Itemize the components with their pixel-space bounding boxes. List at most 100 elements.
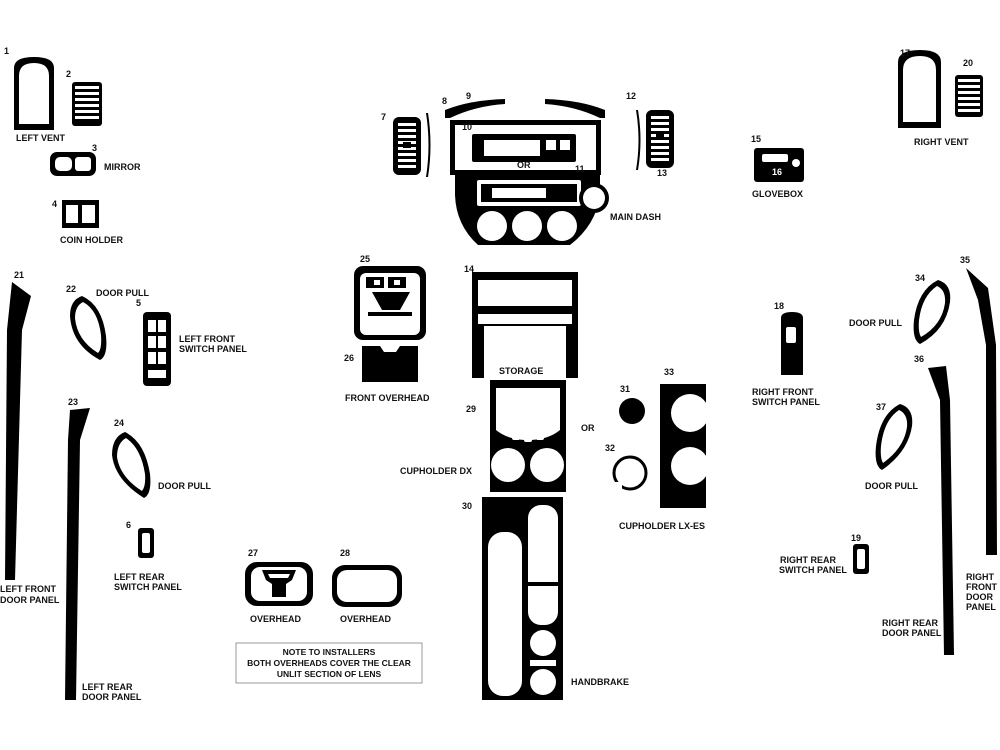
part-15-glovebox [754, 148, 804, 182]
label-right-front-door-4: PANEL [966, 602, 996, 612]
label-left-rear-switch-2: SWITCH PANEL [114, 582, 182, 592]
part-number-16: 16 [772, 167, 782, 177]
part-number-17: 17 [900, 48, 910, 58]
part-number-14: 14 [464, 264, 474, 274]
part-number-11: 11 [575, 164, 585, 174]
part-number-25: 25 [360, 254, 370, 264]
label-overhead-27: OVERHEAD [250, 614, 302, 624]
part-25-front-overhead [354, 266, 426, 340]
label-left-rear-door-1: LEFT REAR [82, 682, 133, 692]
part-7-center-left-vent [393, 117, 421, 175]
part-26-front-overhead-lens [362, 346, 418, 382]
label-cupholder-dx: CUPHOLDER DX [400, 466, 472, 476]
part-number-4: 4 [52, 199, 57, 209]
label-or-dash: OR [517, 160, 531, 170]
part-31-cup-disc [619, 398, 645, 424]
part-number-33: 33 [664, 367, 674, 377]
label-door-pull-24: DOOR PULL [158, 481, 212, 491]
label-door-pull-34: DOOR PULL [849, 318, 903, 328]
part-number-5: 5 [136, 298, 141, 308]
note-line-1: NOTE TO INSTALLERS [283, 647, 376, 657]
part-18-right-front-switch-panel [781, 312, 803, 375]
part-number-9: 9 [466, 91, 471, 101]
label-right-rear-switch-2: SWITCH PANEL [779, 565, 847, 575]
part-24-door-pull [112, 432, 151, 498]
label-storage: STORAGE [499, 366, 543, 376]
part-number-6: 6 [126, 520, 131, 530]
part-13-center-right-vent [646, 110, 674, 168]
label-right-front-switch-1: RIGHT FRONT [752, 387, 814, 397]
part-number-22: 22 [66, 284, 76, 294]
label-main-dash: MAIN DASH [610, 212, 661, 222]
label-left-vent: LEFT VENT [16, 133, 66, 143]
part-27-overhead [245, 562, 313, 606]
part-number-1: 1 [4, 46, 9, 56]
part-number-18: 18 [774, 301, 784, 311]
label-handbrake: HANDBRAKE [571, 677, 629, 687]
part-number-10: 10 [462, 122, 472, 132]
part-number-27: 27 [248, 548, 258, 558]
part-number-8: 8 [442, 96, 447, 106]
part-number-19: 19 [851, 533, 861, 543]
part-6-left-rear-switch-panel [138, 528, 154, 558]
label-overhead-28: OVERHEAD [340, 614, 392, 624]
part-number-23: 23 [68, 397, 78, 407]
part-32-cup-ring [612, 455, 648, 492]
part-14-storage [472, 272, 578, 378]
label-left-front-door-2: DOOR PANEL [0, 595, 60, 605]
part-37-door-pull [875, 404, 913, 470]
part-number-21: 21 [14, 270, 24, 280]
part-30-handbrake [482, 497, 563, 700]
label-mirror: MIRROR [104, 162, 141, 172]
part-29-cupholder-dx [490, 380, 566, 492]
part-8-left-trim-strip [426, 113, 431, 177]
label-door-pull-37: DOOR PULL [865, 481, 919, 491]
part-3-mirror [50, 152, 96, 176]
label-right-front-door-2: FRONT [966, 582, 997, 592]
part-17-right-vent-frame [898, 50, 941, 128]
part-34-door-pull [913, 280, 951, 344]
note-line-2: BOTH OVERHEADS COVER THE CLEAR [247, 658, 411, 668]
part-10-radio-bezel [450, 120, 601, 175]
part-22-door-pull [70, 296, 107, 360]
part-number-31: 31 [620, 384, 630, 394]
part-21-left-front-door-panel [5, 282, 31, 580]
part-4-coin-holder [62, 200, 99, 228]
label-right-vent: RIGHT VENT [914, 137, 969, 147]
label-left-rear-door-2: DOOR PANEL [82, 692, 142, 702]
part-number-30: 30 [462, 501, 472, 511]
label-right-front-door-1: RIGHT [966, 572, 995, 582]
part-5-left-front-switch-panel [143, 312, 171, 386]
installer-note: NOTE TO INSTALLERS BOTH OVERHEADS COVER … [235, 642, 423, 684]
part-number-2: 2 [66, 69, 71, 79]
part-number-35: 35 [960, 255, 970, 265]
label-glovebox: GLOVEBOX [752, 189, 803, 199]
part-number-24: 24 [114, 418, 124, 428]
note-line-3: UNLIT SECTION OF LENS [277, 669, 382, 679]
part-20-right-vent-louvers [955, 75, 983, 117]
part-number-37: 37 [876, 402, 886, 412]
label-coin-holder: COIN HOLDER [60, 235, 124, 245]
part-9-upper-bezel-left [445, 99, 505, 118]
part-11-lower-dash-bezel [455, 172, 609, 245]
part-number-12: 12 [626, 91, 636, 101]
label-right-front-switch-2: SWITCH PANEL [752, 397, 820, 407]
label-right-rear-switch-1: RIGHT REAR [780, 555, 837, 565]
part-23-left-rear-door-panel [65, 408, 90, 700]
part-number-20: 20 [963, 58, 973, 68]
part-number-26: 26 [344, 353, 354, 363]
part-28-overhead [332, 565, 402, 607]
part-36-right-rear-door-panel [928, 366, 954, 655]
part-number-28: 28 [340, 548, 350, 558]
part-number-34: 34 [915, 273, 925, 283]
label-door-pull-22: DOOR PULL [96, 288, 150, 298]
part-number-36: 36 [914, 354, 924, 364]
part-35-right-front-door-panel [966, 268, 997, 555]
part-number-7: 7 [381, 112, 386, 122]
part-33-cupholder-lx-es [660, 384, 709, 508]
label-left-rear-switch-1: LEFT REAR [114, 572, 165, 582]
part-number-29: 29 [466, 404, 476, 414]
label-left-front-switch-1: LEFT FRONT [179, 334, 235, 344]
label-right-front-door-3: DOOR [966, 592, 994, 602]
